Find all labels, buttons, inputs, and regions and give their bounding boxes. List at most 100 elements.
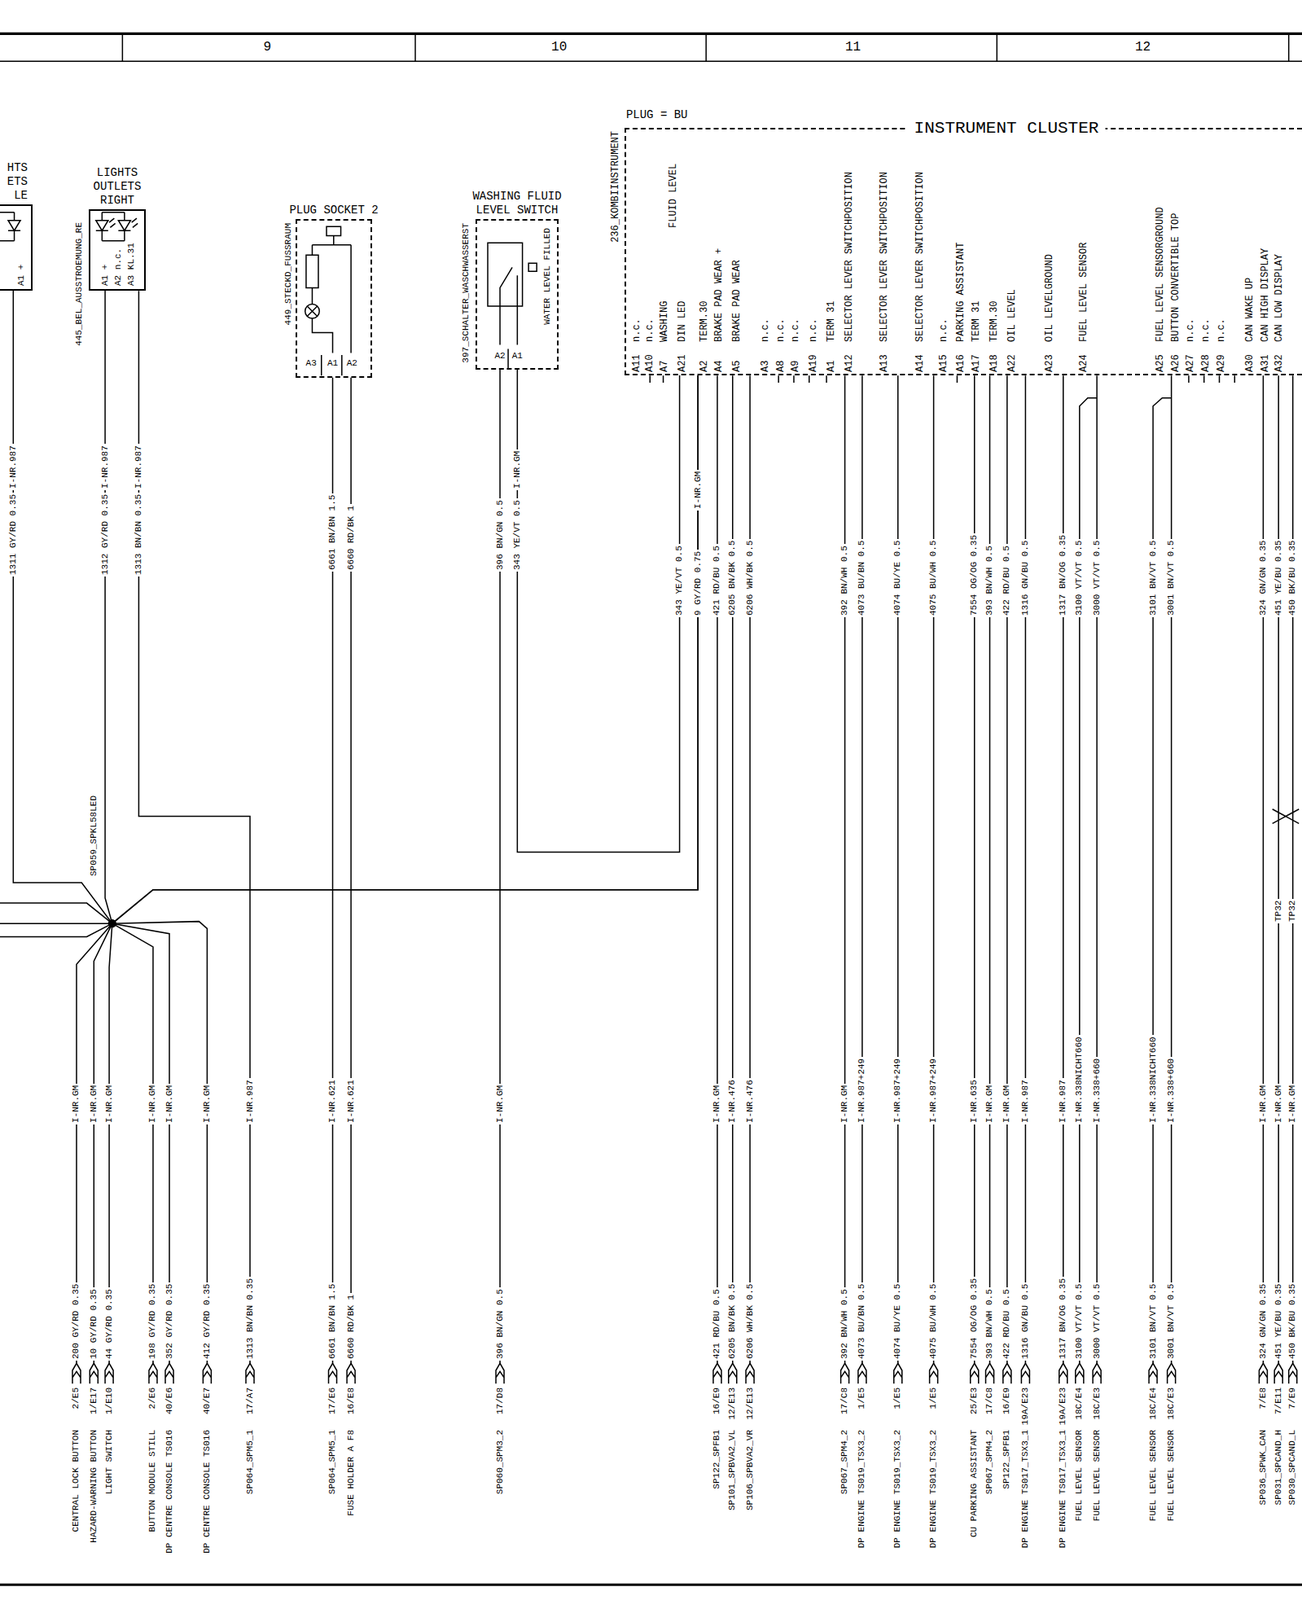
- connector-location: 1/E10: [104, 1385, 115, 1416]
- frame-line: [0, 1583, 1302, 1587]
- component-id: 397_SCHALTER_WASCHWASSERST: [460, 221, 472, 365]
- pin-label: A3: [759, 358, 772, 373]
- connector-symbol: [72, 1363, 81, 1384]
- connector-location: 17/C8: [984, 1385, 996, 1416]
- pin-function: CAN WAKE UP: [1244, 276, 1256, 344]
- wire-label: I-NR.GM: [164, 1083, 176, 1125]
- wire-label: I-NR.GM: [512, 448, 523, 490]
- pin-label: A5: [731, 358, 743, 373]
- wire-label: 1317 BN/OG 0.35: [1057, 533, 1069, 618]
- pin-label: A14: [914, 352, 926, 374]
- connector-name: SP122_SPFB1: [711, 1428, 723, 1491]
- connector-location: 17/E6: [327, 1385, 338, 1416]
- wire-label: I-NR.987: [245, 1078, 256, 1125]
- connector-location: 2/E5: [70, 1385, 82, 1411]
- pin-stub: [649, 375, 1235, 383]
- connector-symbol: [149, 1363, 158, 1384]
- wire-label: 393 BN/WH 0.5: [984, 543, 996, 618]
- pin-function: TERM 31: [825, 299, 838, 344]
- wire-label: I-NR.GM: [201, 1083, 213, 1125]
- connector-name: SP106_SPBVA2_VR: [745, 1428, 756, 1513]
- pin-function: TERM.30: [988, 299, 1000, 344]
- wire-label: 393 BN/WH 0.5: [984, 1287, 996, 1361]
- wire-label: 7554 OG/OG 0.35: [968, 533, 980, 618]
- connector-location: 7/E8: [1258, 1385, 1269, 1411]
- connector-name: SP036_SPWK_CAN: [1258, 1428, 1269, 1507]
- connector-location: 1/E5: [928, 1385, 939, 1411]
- pin-function: CAN HIGH DISPLAY: [1259, 246, 1272, 344]
- component-id: 445_BEL_AUSSTROEMUNG_RE: [74, 220, 85, 348]
- pin-label: A1 +: [100, 263, 111, 288]
- wire-label: I-NR.GM: [711, 1083, 723, 1125]
- connector-location: 18C/E4: [1148, 1385, 1159, 1422]
- wire-label: I-NR.GM: [984, 1083, 996, 1125]
- socket-symbol: [306, 226, 351, 376]
- connector-symbol: [1092, 1363, 1101, 1384]
- wire-label: 3100 VT/VT 0.5: [1074, 539, 1085, 618]
- wire-label: 3001 BN/VT 0.5: [1166, 1281, 1177, 1360]
- connector-name: SP064_SPM5_1: [327, 1428, 338, 1496]
- wire-label: I-NR.476: [727, 1078, 738, 1125]
- sheet-column-number: 11: [843, 39, 863, 55]
- connector-location: 1/E5: [892, 1385, 904, 1411]
- connector-name: SP030_SPCAND_L: [1287, 1428, 1298, 1507]
- connector-location: 18C/E4: [1074, 1385, 1085, 1422]
- connector-name: DP ENGINE TS017_TSX3_1: [1057, 1428, 1069, 1550]
- wire-connector: [517, 369, 680, 852]
- wire-label: I-NR.987: [100, 443, 111, 491]
- pin-function: n.c.: [644, 317, 656, 345]
- connector-symbol: [245, 1363, 255, 1384]
- connector-symbol: [495, 1363, 505, 1384]
- wire-label: 200 GY/RD 0.35: [70, 1281, 82, 1360]
- connector-location: 7/E9: [1287, 1385, 1298, 1411]
- connector-name: SP031_SPCAND_H: [1273, 1428, 1285, 1507]
- connector-name: CENTRAL LOCK BUTTON: [70, 1428, 82, 1534]
- wire-label: 1311 GY/RD 0.35: [8, 492, 19, 577]
- wire-label: 412 GY/RD 0.35: [201, 1281, 213, 1360]
- pin-function: OIL LEVEL: [1006, 288, 1018, 345]
- connector-name: FUEL LEVEL SENSOR: [1166, 1428, 1177, 1523]
- wire-label: 3000 VT/VT 0.5: [1091, 1281, 1103, 1360]
- wire-label: 1313 BN/BN 0.35: [133, 492, 145, 577]
- connector-location: 18C/E3: [1091, 1385, 1103, 1422]
- wire-label: I-NR.987+249: [892, 1056, 904, 1125]
- pin-label: A21: [676, 352, 689, 374]
- wiring: [0, 33, 1302, 1585]
- wire: [138, 290, 250, 1364]
- connector-location: 16/E9: [1001, 1385, 1013, 1416]
- connector-symbol: [841, 1363, 850, 1384]
- connector-location: 1/E5: [856, 1385, 868, 1411]
- wire-label: 324 GN/GN 0.35: [1258, 539, 1269, 618]
- wire-label: I-NR.338+660: [1091, 1056, 1103, 1125]
- wire-label: I-NR.GM: [692, 469, 704, 510]
- wire-label: I-NR.635: [968, 1078, 980, 1125]
- pin-function: FUEL LEVEL SENSORGROUND: [1154, 206, 1167, 345]
- pin-label: A15: [938, 352, 950, 374]
- wire-label: 1316 GN/BU 0.5: [1020, 1281, 1031, 1360]
- wire-label: I-NR.GM: [1287, 1083, 1298, 1125]
- pin-function: PARKING ASSISTANT: [955, 241, 967, 344]
- wire-label: 421 RD/BU 0.5: [711, 1287, 723, 1361]
- pin-function: n.c.: [1215, 317, 1228, 345]
- connector-name: SP122_SPFB1: [1001, 1428, 1013, 1491]
- wire-label: 9 GY/RD 0.75: [692, 549, 704, 618]
- wire-label: I-NR.987: [8, 443, 19, 491]
- wire-label: 450 BK/BU 0.35: [1287, 539, 1298, 618]
- connector-name: DP ENGINE TS017_TSX3_1: [1020, 1428, 1031, 1550]
- connector-name: SP064_SPM5_1: [245, 1428, 256, 1496]
- pin-label: A9: [789, 358, 802, 373]
- wire-label: 396 BN/GN 0.5: [495, 1287, 506, 1361]
- pin-label: A2: [492, 350, 507, 362]
- pin-function: SELECTOR LEVER SWITCHPOSITION: [914, 170, 926, 344]
- connector-symbol: [713, 1363, 722, 1384]
- wire-label: I-NR.GM: [70, 1083, 82, 1125]
- pin-label: A28: [1200, 352, 1212, 374]
- connector-symbol: [986, 1363, 995, 1384]
- wire-label: 6206 WH/BK 0.5: [745, 1281, 756, 1360]
- wire-label: 392 BN/WH 0.5: [839, 1287, 851, 1361]
- pin-label: A1: [825, 358, 838, 373]
- wire-label: I-NR.987: [133, 443, 145, 491]
